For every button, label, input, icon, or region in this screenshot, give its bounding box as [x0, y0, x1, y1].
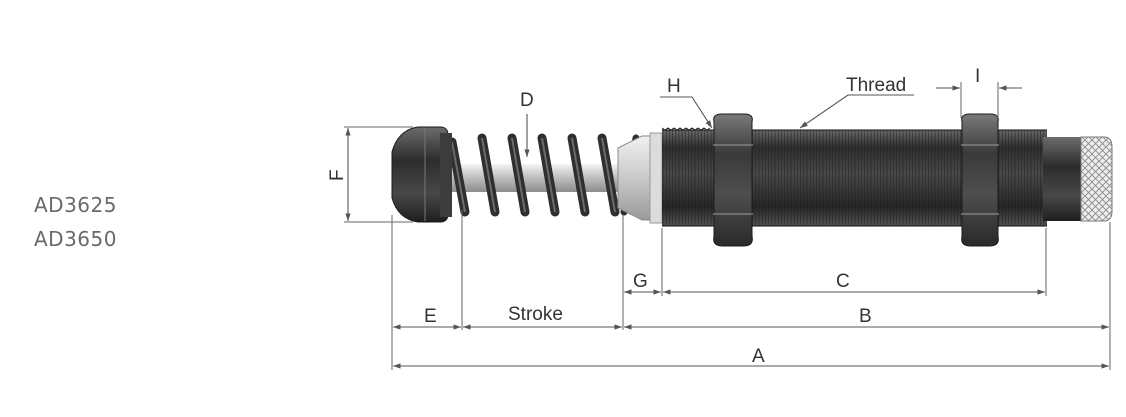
label-thread: Thread [846, 75, 906, 96]
label-a: A [752, 346, 765, 367]
label-e: E [424, 306, 437, 327]
lock-nut-right [961, 113, 999, 247]
label-h: H [667, 76, 681, 97]
knurled-adjuster [1080, 136, 1113, 222]
label-stroke: Stroke [508, 304, 563, 325]
label-b: B [859, 306, 872, 327]
model-ad3650: AD3650 [34, 227, 117, 251]
leader-h [660, 96, 713, 129]
label-i: I [975, 66, 980, 87]
extension-lines [344, 82, 1111, 370]
end-cap [1043, 137, 1081, 221]
model-ad3625: AD3625 [34, 193, 117, 217]
piston-rod [440, 164, 635, 192]
label-g: G [633, 271, 648, 292]
label-f: F [327, 169, 348, 181]
leader-thread [799, 94, 914, 129]
lock-nut-left [713, 113, 753, 247]
label-d: D [520, 90, 534, 111]
label-c: C [836, 271, 850, 292]
rod-collar [617, 135, 651, 221]
model-list: AD3625 AD3650 [34, 188, 117, 256]
stopper-cap [391, 126, 449, 223]
